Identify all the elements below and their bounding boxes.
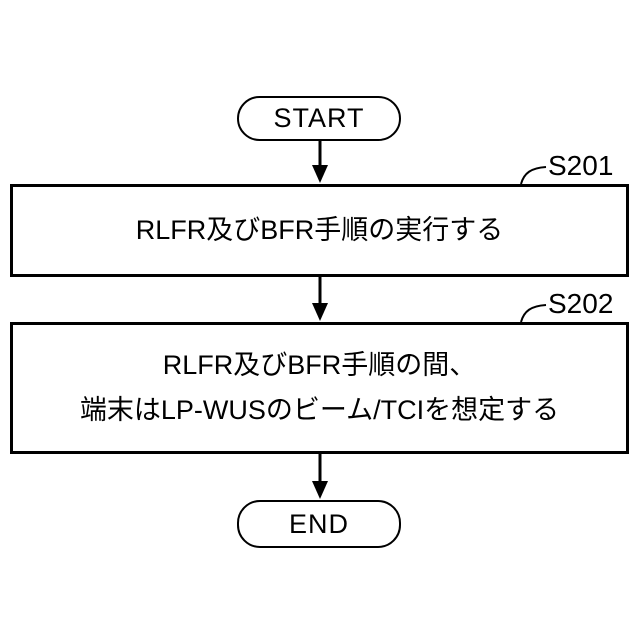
label-tick-s202 [520,304,547,323]
process-step-s201-text: RLFR及びBFR手順の実行する [135,215,504,245]
process-step-s202-text-line1: RLFR及びBFR手順の間、 [162,350,477,380]
start-label: START [273,103,365,133]
step-id-s202: S202 [548,288,614,319]
start-terminator: START [237,96,401,141]
end-label: END [288,508,349,539]
process-step-s202: RLFR及びBFR手順の間、 端末はLP-WUSのビーム/TCIを想定する [10,322,629,454]
end-terminator: END [237,500,401,548]
step-id-s201: S201 [548,150,614,181]
arrow-start-to-s201 [312,141,328,183]
label-tick-s201 [520,166,547,185]
process-step-s201: RLFR及びBFR手順の実行する [10,184,629,277]
arrow-s201-to-s202 [312,277,328,321]
arrow-s202-to-end [312,454,328,499]
process-step-s202-text-line2: 端末はLP-WUSのビーム/TCIを想定する [79,395,560,425]
